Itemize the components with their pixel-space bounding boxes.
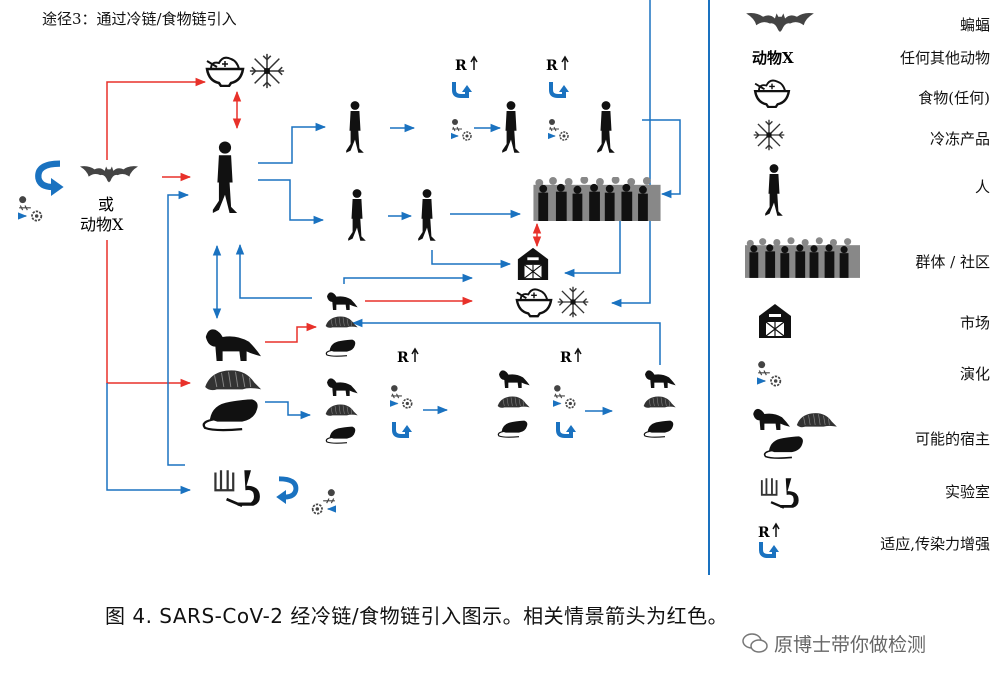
diagram-title: 途径3：通过冷链/食物链引入 [42,10,237,28]
virus-evolution-icon [452,119,471,140]
increase-arrow-icon [470,55,478,70]
legend-animal-x-text: 动物X [752,49,794,67]
arrow-bat-to-hosts [106,240,192,388]
adapt-symbol-r: R [455,58,467,74]
virus-evolution-icon [391,385,412,408]
legend-label-lab: 实验室 [944,483,990,501]
virus-evolution-icon [549,119,568,140]
legend-barn-market-icon [758,303,792,338]
person-icon [348,189,366,241]
legend-label-food: 食物(任何) [918,89,990,107]
adapt-symbol-r: R [546,58,558,74]
virus-evolution-icon [554,385,575,408]
civet-icon [205,329,261,361]
legend-food-bowl-icon [753,79,791,108]
food-bowl-icon [515,288,553,318]
host-column [643,370,676,438]
animal-x-label: 动物X [80,215,124,234]
legend-label-animal-x: 任何其他动物 [899,49,990,67]
increase-arrow-icon [561,55,569,70]
figure-caption: 图 4. SARS-CoV-2 经冷链/食物链引入图示。相关情景箭头为红色。 [105,604,729,628]
increase-arrow-icon [574,347,582,362]
adapt-symbol-r: R [560,350,572,366]
adaptation-curl-arrow-icon [556,422,578,438]
arrow-host-to-civet [265,322,318,343]
virus-evolution-icon [19,196,41,221]
transmission-diagram: 或 动物X R R R R [0,0,860,575]
lab-evolution-loop-icon [276,479,296,504]
host-column [325,378,358,444]
person-icon [597,101,615,153]
legend-lab-microscope-icon [760,477,800,509]
watermark-text: 原博士带你做检测 [774,634,927,656]
legend-label-person: 人 [974,178,990,196]
person-icon [418,189,436,241]
legend-label-adaptation: 适应,传染力增强 [880,535,990,553]
legend-adaptation-icon: R [758,522,781,558]
legend-animal-hosts-icon [753,408,838,459]
legend-adapt-symbol-r: R [758,525,770,541]
legend-label-market: 市场 [959,314,990,332]
adaptation-curl-arrow-icon [549,82,571,98]
increase-arrow-icon [411,347,419,362]
legend-label-crowd: 群体 / 社区 [915,253,990,271]
legend-label-evolution: 演化 [959,365,990,383]
legend-crowd-icon [745,237,860,278]
host-column [497,370,530,438]
lab-microscope-icon [214,468,262,508]
or-label: 或 [98,195,114,214]
snowflake-icon [249,53,285,89]
legend-virus-evolution-icon [758,361,780,386]
food-bowl-icon [205,56,245,87]
legend-person-icon [765,164,783,216]
adaptation-curl-arrow-icon [392,422,414,438]
arrow-bat-to-food [106,77,207,160]
watermark: 原博士带你做检测 [742,630,926,657]
person-icon [346,101,364,153]
host-column [325,292,358,357]
evolution-loop-arrow-icon [38,164,63,196]
pangolin-icon [204,369,262,391]
wechat-icon [742,633,768,653]
legend-bat-icon [746,12,814,32]
person-icon [212,141,238,213]
person-icon [502,101,520,153]
legend-label-hosts: 可能的宿主 [914,430,990,448]
adaptation-curl-arrow-icon [452,82,474,98]
virus-evolution-reverse-icon [313,489,335,514]
crowd-icon [533,177,661,221]
adapt-symbol-r: R [397,350,409,366]
blue-arrows [106,0,681,495]
legend-label-bat: 蝙蝠 [959,16,990,34]
legend-label-frozen: 冷冻产品 [929,130,990,148]
bat-icon [80,166,138,183]
legend-snowflake-icon [753,119,785,151]
barn-market-icon [517,247,549,280]
rat-icon [202,398,259,432]
snowflake-icon [557,286,589,318]
